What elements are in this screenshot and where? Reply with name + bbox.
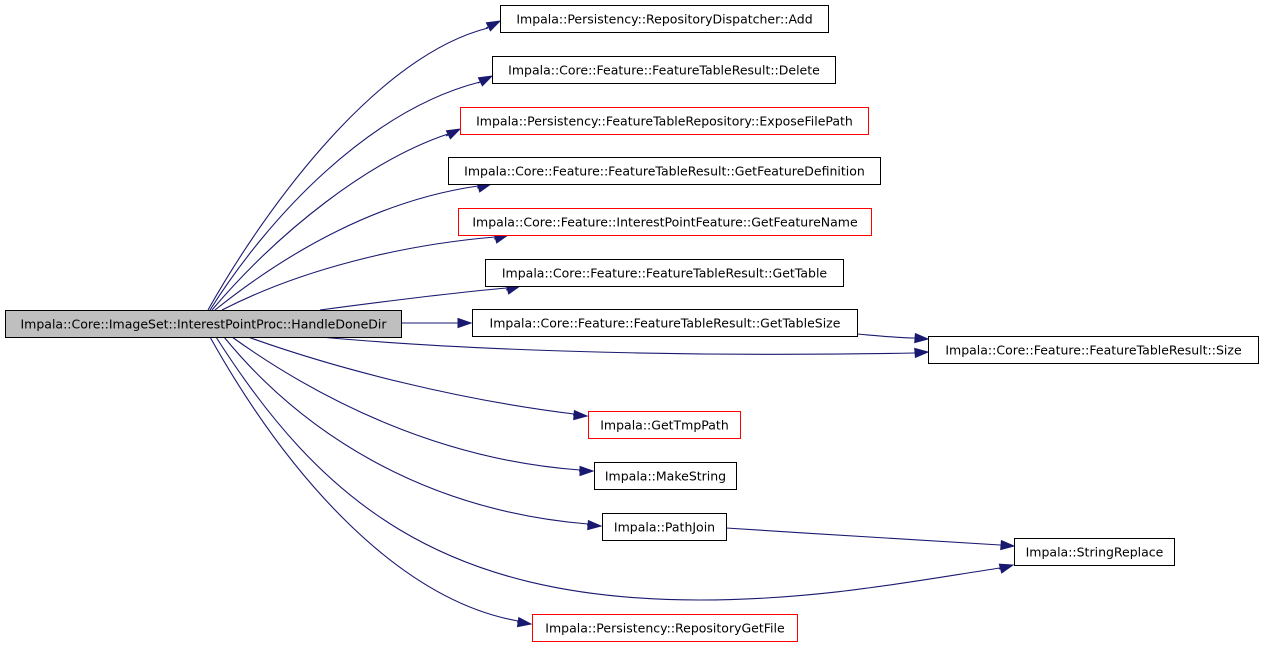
node-gettmp[interactable]: Impala::GetTmpPath xyxy=(588,411,741,439)
node-strreplace[interactable]: Impala::StringReplace xyxy=(1014,538,1175,566)
node-box xyxy=(588,411,741,439)
node-makestr[interactable]: Impala::MakeString xyxy=(594,462,737,490)
node-box xyxy=(458,208,872,236)
node-pathjoin[interactable]: Impala::PathJoin xyxy=(602,513,727,541)
node-label: Impala::Persistency::FeatureTableReposit… xyxy=(476,114,853,129)
node-box xyxy=(594,462,737,490)
node-gettsize[interactable]: Impala::Core::Feature::FeatureTableResul… xyxy=(472,309,858,337)
arrowhead xyxy=(516,616,533,628)
edge-root-to-add xyxy=(207,20,502,311)
root-node[interactable]: Impala::Core::ImageSet::InterestPointPro… xyxy=(5,310,402,338)
edge-gettsize-to-size xyxy=(856,332,930,344)
arrowhead xyxy=(914,332,930,344)
edge-root-to-makestr xyxy=(231,336,595,477)
node-getfname[interactable]: Impala::Core::Feature::InterestPointFeat… xyxy=(458,208,872,236)
edge-root-to-delete xyxy=(209,75,494,311)
edge-root-to-size xyxy=(319,336,930,359)
node-box xyxy=(472,309,858,337)
node-label: Impala::Core::Feature::FeatureTableResul… xyxy=(464,164,865,179)
edge-pathjoin-to-strreplace xyxy=(725,527,1016,551)
node-box xyxy=(1014,538,1175,566)
node-label: Impala::PathJoin xyxy=(614,520,715,535)
node-label: Impala::Core::Feature::FeatureTableResul… xyxy=(490,316,841,331)
node-box xyxy=(602,513,727,541)
node-box xyxy=(532,614,798,642)
node-label: Impala::Persistency::RepositoryDispatche… xyxy=(516,12,812,27)
node-label: Impala::MakeString xyxy=(605,469,726,484)
edge-root-to-getfname xyxy=(221,233,510,311)
node-label: Impala::Core::Feature::InterestPointFeat… xyxy=(472,215,858,230)
node-expose[interactable]: Impala::Persistency::FeatureTableReposit… xyxy=(460,107,869,135)
node-size[interactable]: Impala::Core::Feature::FeatureTableResul… xyxy=(928,336,1259,364)
node-label: Impala::StringReplace xyxy=(1026,545,1164,560)
edge-root-to-getfdef xyxy=(214,182,493,311)
edge-root-to-strreplace xyxy=(215,336,1015,601)
node-box xyxy=(928,336,1259,364)
arrowhead xyxy=(1000,539,1016,551)
edge-root-to-gettsize xyxy=(401,317,473,329)
node-gettable[interactable]: Impala::Core::Feature::FeatureTableResul… xyxy=(485,259,844,287)
node-box xyxy=(492,56,836,84)
node-box xyxy=(500,5,829,33)
node-label: Impala::Core::Feature::FeatureTableResul… xyxy=(508,63,820,78)
edge-root-to-repgetfile xyxy=(209,336,533,628)
node-add[interactable]: Impala::Persistency::RepositoryDispatche… xyxy=(500,5,829,33)
node-repgetfile[interactable]: Impala::Persistency::RepositoryGetFile xyxy=(532,614,798,642)
node-box xyxy=(5,310,402,338)
edge-root-to-gettable xyxy=(319,284,522,311)
node-label: Impala::Persistency::RepositoryGetFile xyxy=(545,621,785,636)
edges-layer xyxy=(207,20,1016,628)
node-label: Impala::Core::Feature::FeatureTableResul… xyxy=(502,266,828,281)
arrowhead xyxy=(477,75,494,87)
arrowhead xyxy=(587,519,603,531)
node-label: Impala::GetTmpPath xyxy=(600,418,729,433)
edge-root-to-pathjoin xyxy=(223,336,603,531)
arrowhead xyxy=(998,563,1015,574)
arrowhead xyxy=(573,409,589,421)
node-delete[interactable]: Impala::Core::Feature::FeatureTableResul… xyxy=(492,56,836,84)
arrowhead xyxy=(579,465,595,477)
edge-root-to-gettmp xyxy=(247,336,589,421)
node-box xyxy=(448,157,881,185)
node-box xyxy=(460,107,869,135)
node-box xyxy=(485,259,844,287)
nodes-layer: Impala::Core::ImageSet::InterestPointPro… xyxy=(5,5,1259,642)
arrowhead xyxy=(445,128,462,140)
edge-root-to-expose xyxy=(211,128,462,311)
node-getfdef[interactable]: Impala::Core::Feature::FeatureTableResul… xyxy=(448,157,881,185)
arrowhead xyxy=(457,317,473,329)
node-label: Impala::Core::ImageSet::InterestPointPro… xyxy=(21,317,388,332)
node-label: Impala::Core::Feature::FeatureTableResul… xyxy=(945,343,1242,358)
arrowhead xyxy=(485,20,502,32)
arrowhead xyxy=(914,347,930,359)
